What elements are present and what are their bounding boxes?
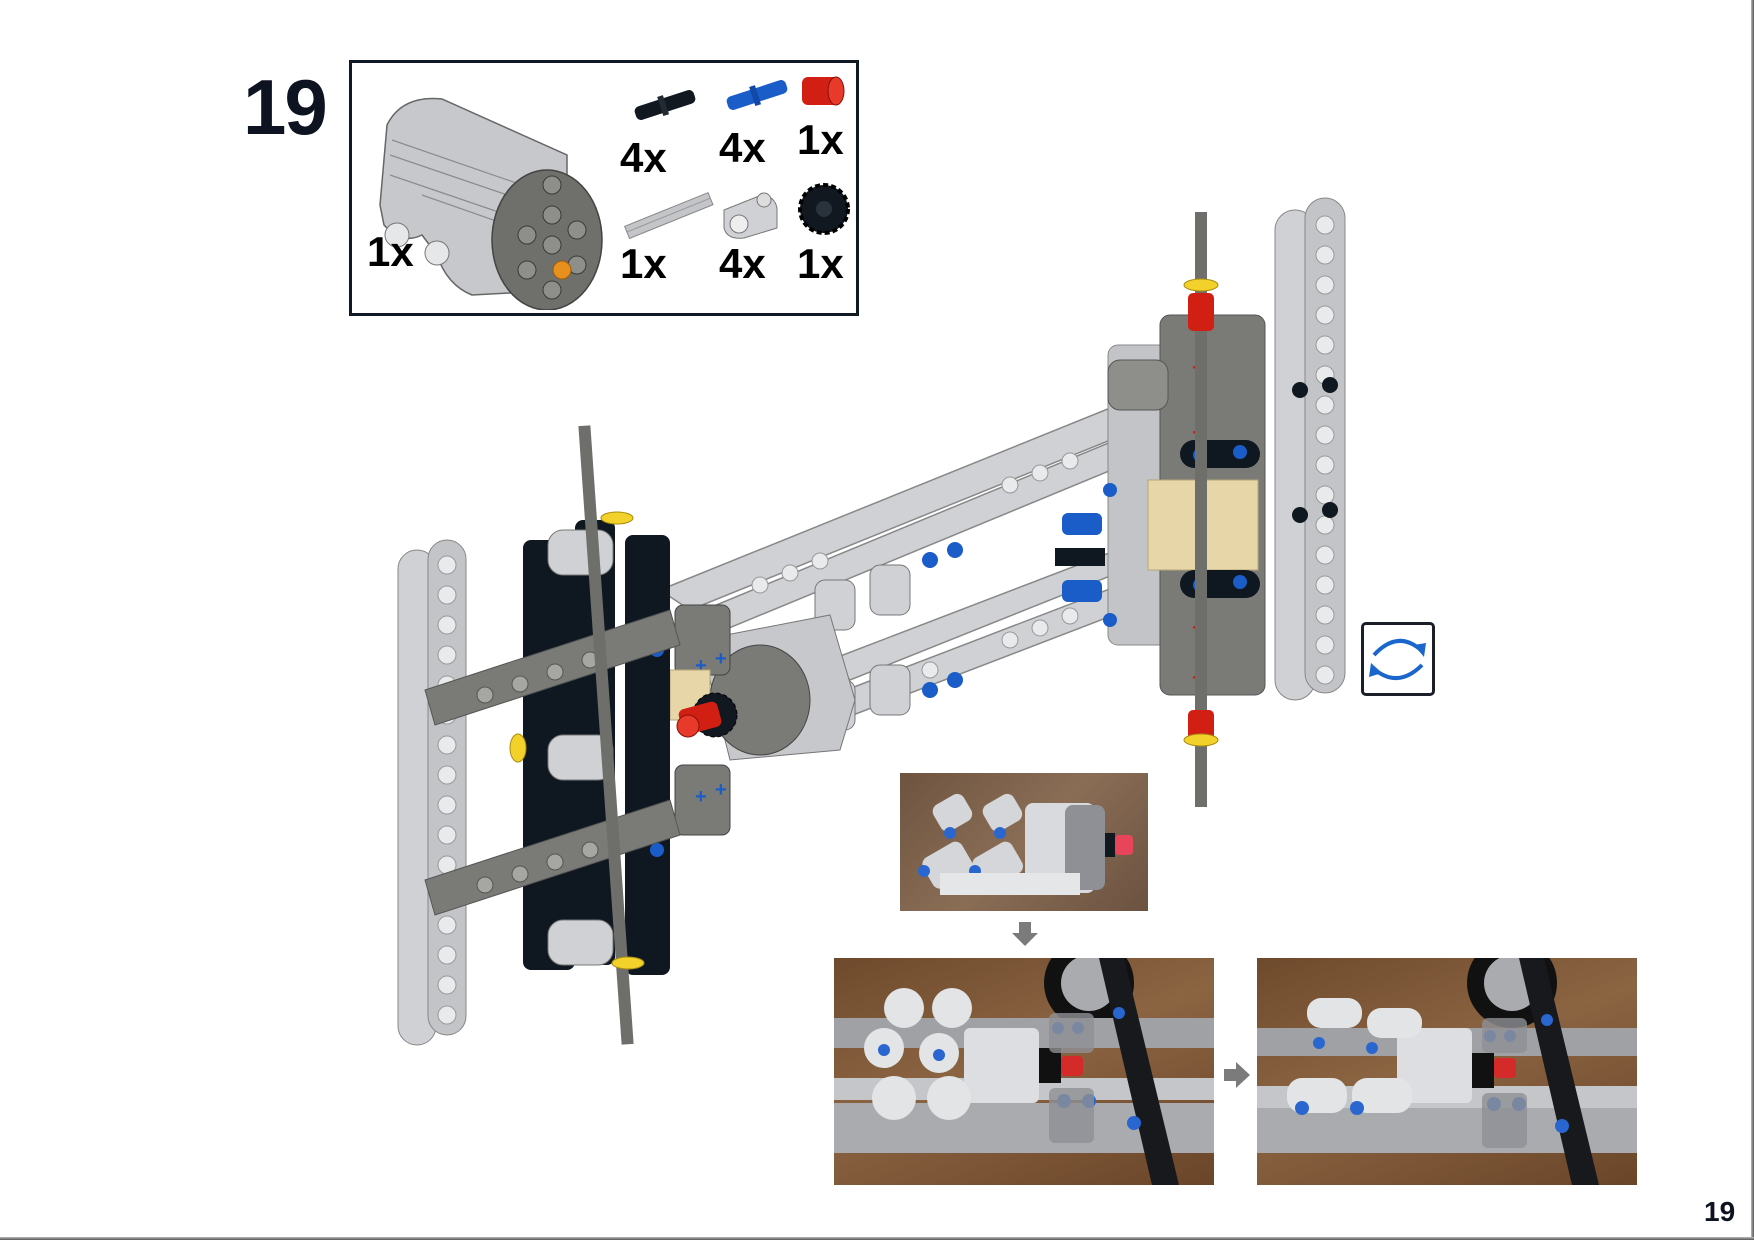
left-vertical-beams (397, 539, 467, 1046)
connector-quantity: 4x (719, 240, 766, 287)
chassis-before-photo (834, 958, 1214, 1185)
arrow-down-icon (1012, 922, 1038, 946)
blue-axle-pin-part-icon (726, 80, 788, 110)
gear-quantity: 1x (797, 240, 844, 287)
svg-text:+: + (715, 779, 727, 801)
left-axle (509, 425, 645, 1045)
blue-pin-quantity: 4x (719, 124, 766, 171)
chassis-beams (658, 399, 1162, 721)
medium-motor-part-icon (379, 97, 603, 310)
chassis-after-photo (1257, 958, 1637, 1185)
page-number: 19 (1704, 1196, 1736, 1227)
motor-quantity: 1x (367, 228, 414, 275)
svg-text:+: + (695, 655, 707, 677)
black-gear-part-icon (798, 183, 850, 235)
right-differential-assembly: ++++ (1055, 212, 1266, 807)
motor-in-model: + + + + (669, 604, 856, 836)
svg-text:+: + (715, 648, 727, 670)
black-pin-part-icon (634, 90, 696, 120)
motor-subassembly-photo (900, 773, 1148, 911)
red-bush-quantity: 1x (797, 116, 844, 163)
page-edge-right (1751, 0, 1754, 1240)
pin-connector-part-icon (723, 192, 778, 239)
axle-quantity: 1x (620, 240, 667, 287)
parts-list-box: 1x 4x 4x 1x 1x 4x 1x (349, 60, 859, 316)
black-pin-quantity: 4x (620, 134, 667, 181)
svg-text:+: + (695, 786, 707, 808)
page-edge-bottom (0, 1237, 1754, 1240)
red-bush-part-icon (802, 76, 845, 106)
right-vertical-beams (1274, 197, 1346, 701)
rotate-model-icon (1361, 622, 1435, 696)
gray-axle-part-icon (624, 192, 714, 240)
arrow-right-icon (1224, 1062, 1250, 1088)
step-number: 19 (243, 63, 328, 151)
